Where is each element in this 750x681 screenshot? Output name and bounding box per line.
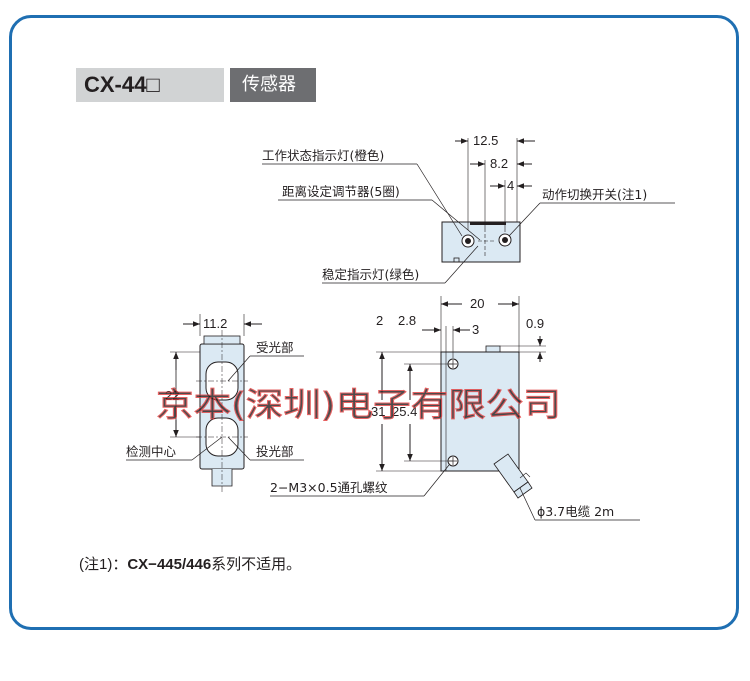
type-title: 传感器: [230, 68, 316, 102]
label-mounting-holes: 2−M3×0.5通孔螺纹: [270, 480, 388, 495]
label-receiver: 受光部: [256, 340, 294, 355]
label-mode-switch: 动作切换开关(注1): [542, 187, 647, 202]
label-distance-adjuster: 距离设定调节器(5圈): [282, 184, 400, 199]
label-detection-center: 检测中心: [126, 444, 177, 459]
dim-0-9: 0.9: [526, 316, 544, 331]
label-emitter: 投光部: [256, 444, 294, 459]
note-prefix: (注1)：: [79, 556, 128, 573]
label-cable: ϕ3.7电缆 2m: [537, 504, 614, 519]
front-view: ϕ3.7电缆 2m 20 2 2.8 3 0.9 31 25.4: [270, 296, 640, 521]
dim-4: 4: [507, 178, 514, 193]
watermark-text: 京本(深圳)电子有限公司: [156, 385, 561, 424]
top-view: 12.5 8.2 4 工作状态指示灯(橙色) 距离设定调节器(5圈) 动作切换开…: [262, 133, 675, 284]
model-title: CX-44□: [76, 68, 224, 102]
note-suffix: 系列不适用。: [211, 556, 302, 573]
frame-card: [9, 15, 739, 630]
dim-20: 20: [470, 296, 484, 311]
note-models: CX−445/446: [127, 556, 212, 573]
side-view: 11.2 22 受光部 投光部 检测中心: [126, 314, 304, 494]
dim-3: 3: [472, 322, 479, 337]
dim-2: 2: [376, 313, 383, 328]
dim-22: 22: [165, 388, 179, 403]
dim-31: 31: [371, 404, 385, 419]
dim-11-2: 11.2: [203, 316, 227, 331]
label-indicator-orange: 工作状态指示灯(橙色): [262, 148, 384, 163]
dim-25-4: 25.4: [392, 404, 417, 419]
dim-8-2: 8.2: [490, 156, 508, 171]
footnote: (注1)：CX−445/446系列不适用。: [79, 553, 301, 574]
label-indicator-green: 稳定指示灯(绿色): [322, 267, 419, 282]
dim-2-8: 2.8: [398, 313, 416, 328]
dim-12-5: 12.5: [473, 133, 498, 148]
